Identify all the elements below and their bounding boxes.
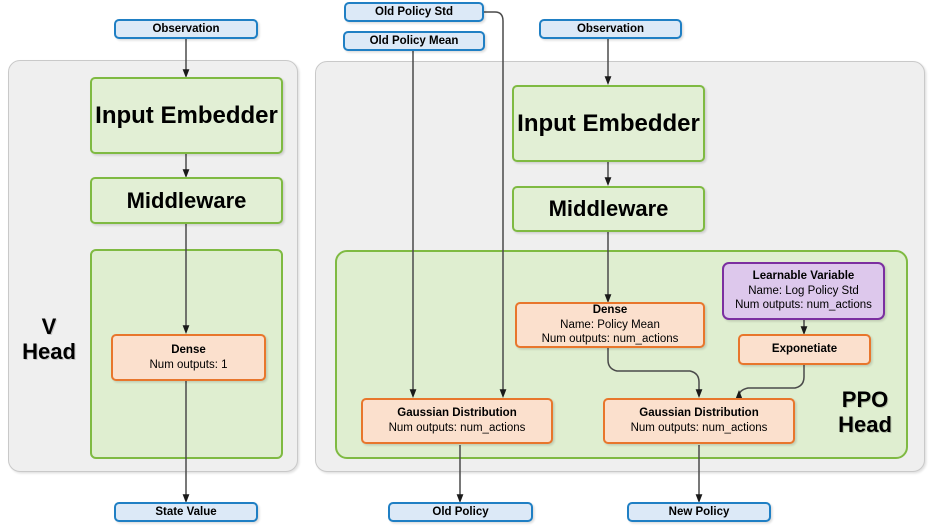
input-observation-left-label: Observation [152,23,220,35]
v-head-middleware[interactable]: Middleware [90,177,283,224]
output-new-policy[interactable]: New Policy [627,502,771,522]
v-head-input-embedder-label: Input Embedder [95,101,278,129]
ppo-head-middleware[interactable]: Middleware [512,186,705,232]
output-new-policy-label: New Policy [668,506,730,518]
output-state-value-label: State Value [155,506,217,518]
ppo-head-learnable-variable[interactable]: Learnable Variable Name: Log Policy Std … [722,262,885,320]
ppo-head-dense-title: Dense [592,303,628,316]
v-head-middleware-label: Middleware [126,187,247,213]
gaussian-new-num-outputs: Num outputs: num_actions [630,422,768,434]
ppo-head-exponentiate[interactable]: Exponetiate [738,334,871,365]
ppo-head-gaussian-old[interactable]: Gaussian Distribution Num outputs: num_a… [361,398,553,444]
v-head-label: V Head [14,314,84,364]
input-old-policy-mean-label: Old Policy Mean [369,35,459,47]
ppo-head-middleware-label: Middleware [548,196,669,221]
v-head-dense-num-outputs: Num outputs: 1 [149,358,228,371]
gaussian-new-title: Gaussian Distribution [639,407,759,420]
input-observation-right[interactable]: Observation [539,19,682,39]
input-old-policy-std[interactable]: Old Policy Std [344,2,484,22]
learnable-variable-name: Name: Log Policy Std [748,284,859,297]
input-old-policy-std-label: Old Policy Std [375,6,453,18]
ppo-head-label-line2: Head [838,411,892,437]
v-head-input-embedder[interactable]: Input Embedder [90,77,283,154]
exponentiate-title: Exponetiate [771,343,838,356]
v-head-dense[interactable]: Dense Num outputs: 1 [111,334,266,381]
ppo-head-input-embedder[interactable]: Input Embedder [512,85,705,162]
output-state-value[interactable]: State Value [114,502,258,522]
ppo-head-label-line1: PPO [841,387,889,412]
ppo-head-gaussian-new[interactable]: Gaussian Distribution Num outputs: num_a… [603,398,795,444]
v-head-dense-title: Dense [171,343,206,356]
ppo-head-input-embedder-label: Input Embedder [517,109,700,137]
gaussian-old-title: Gaussian Distribution [397,407,517,420]
v-head-label-line2: Head [22,338,76,364]
ppo-head-dense-name: Name: Policy Mean [560,318,660,331]
input-old-policy-mean[interactable]: Old Policy Mean [343,31,485,51]
gaussian-old-num-outputs: Num outputs: num_actions [388,422,526,434]
output-old-policy-label: Old Policy [432,506,489,518]
input-observation-right-label: Observation [576,23,645,35]
ppo-head-dense-policy-mean[interactable]: Dense Name: Policy Mean Num outputs: num… [515,302,705,348]
learnable-variable-num-outputs: Num outputs: num_actions [735,299,872,312]
output-old-policy[interactable]: Old Policy [388,502,533,522]
learnable-variable-title: Learnable Variable [752,269,855,282]
v-head-label-line1: V [41,314,57,339]
ppo-head-dense-num-outputs: Num outputs: num_actions [541,333,679,346]
ppo-head-label: PPO Head [822,387,908,437]
input-observation-left[interactable]: Observation [114,19,258,39]
